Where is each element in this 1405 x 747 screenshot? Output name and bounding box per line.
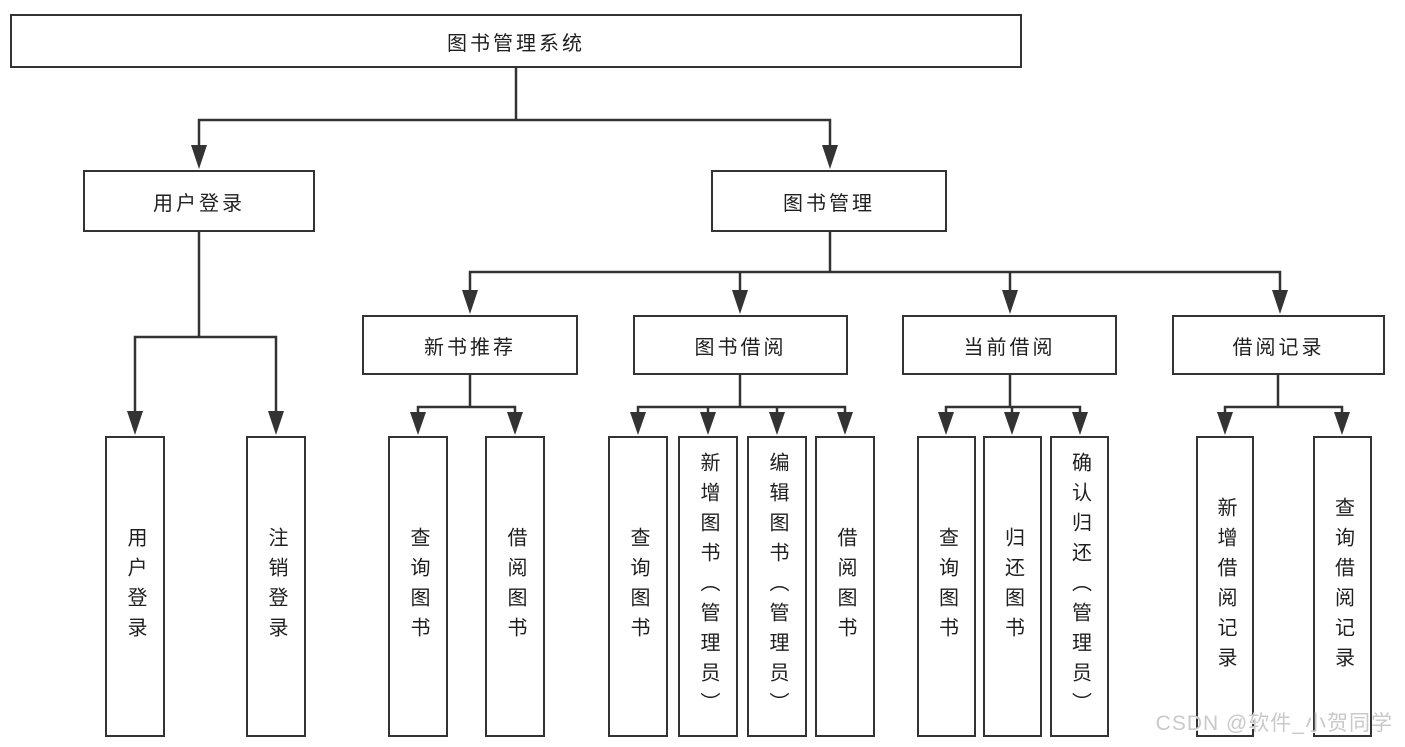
- leaf-borrow-books: 借阅图书: [815, 436, 875, 737]
- node-label: 借阅记录: [1232, 336, 1325, 359]
- arrow-down-icon: [410, 412, 426, 435]
- leaf-return-books: 归还图书: [983, 436, 1042, 737]
- node-book-borrowing: 图书借阅: [633, 315, 848, 375]
- node-label: 用户登录: [153, 192, 245, 215]
- leaf-edit-books-admin: 编辑图书（管理员）: [747, 436, 807, 737]
- leaf-query-books: 查询图书: [608, 436, 668, 737]
- arrow-down-icon: [938, 412, 954, 435]
- arrow-down-icon: [462, 290, 478, 314]
- node-label: 查询图书: [935, 526, 958, 647]
- arrow-down-icon: [1217, 412, 1233, 435]
- connector-bookmgmt-bracket: [468, 270, 1282, 296]
- leaf-add-borrow-record: 新增借阅记录: [1196, 436, 1254, 737]
- connector-newbook-bracket: [416, 405, 517, 418]
- node-label: 查询图书: [407, 526, 429, 647]
- connector-userlogin-bracket: [133, 335, 278, 416]
- node-label: 新书推荐: [424, 336, 516, 359]
- node-new-book-recommendation: 新书推荐: [362, 315, 578, 375]
- node-label: 归还图书: [1001, 526, 1024, 647]
- leaf-user-login: 用户登录: [105, 436, 165, 737]
- arrow-down-icon: [630, 412, 646, 435]
- leaf-query-books: 查询图书: [917, 436, 976, 737]
- node-borrowing-records: 借阅记录: [1172, 315, 1385, 375]
- node-label: 新增图书（管理员）: [697, 451, 719, 722]
- node-label: 注销登录: [265, 526, 287, 647]
- arrow-down-icon: [268, 411, 284, 435]
- node-user-login: 用户登录: [83, 170, 315, 232]
- arrow-down-icon: [1002, 290, 1018, 314]
- node-label: 查询借阅记录: [1331, 496, 1354, 677]
- node-label: 图书管理系统: [447, 32, 585, 55]
- node-root-system: 图书管理系统: [10, 14, 1022, 68]
- leaf-borrow-books: 借阅图书: [485, 436, 545, 737]
- node-label: 当前借阅: [963, 336, 1056, 359]
- leaf-add-books-admin: 新增图书（管理员）: [678, 436, 738, 737]
- connector-records-bracket: [1223, 405, 1344, 418]
- node-label: 图书借阅: [694, 336, 787, 359]
- csdn-watermark: CSDN @软件_小贺同学: [1155, 712, 1393, 735]
- node-label: 图书管理: [783, 192, 875, 215]
- node-label: 借阅图书: [834, 526, 856, 647]
- leaf-query-borrow-record: 查询借阅记录: [1313, 436, 1372, 737]
- connector-bookborrow-bracket: [636, 405, 847, 418]
- arrow-down-icon: [1072, 412, 1088, 435]
- node-label: 查询图书: [627, 526, 649, 647]
- node-label: 确认归还（管理员）: [1068, 451, 1091, 722]
- arrow-down-icon: [822, 145, 838, 169]
- arrow-down-icon: [1272, 290, 1288, 314]
- connector-root-bracket: [197, 118, 832, 150]
- arrow-down-icon: [507, 412, 523, 435]
- arrow-down-icon: [769, 412, 785, 435]
- leaf-query-books: 查询图书: [388, 436, 448, 737]
- leaf-logout: 注销登录: [246, 436, 306, 737]
- node-label: 用户登录: [124, 526, 146, 647]
- node-book-management: 图书管理: [711, 170, 947, 232]
- arrow-down-icon: [127, 411, 143, 435]
- node-current-borrowing: 当前借阅: [902, 315, 1117, 375]
- arrow-down-icon: [732, 290, 748, 314]
- node-label: 新增借阅记录: [1214, 496, 1236, 677]
- leaf-confirm-return-admin: 确认归还（管理员）: [1050, 436, 1109, 737]
- node-label: 借阅图书: [504, 526, 526, 647]
- arrow-down-icon: [1334, 412, 1350, 435]
- arrow-down-icon: [700, 412, 716, 435]
- arrow-down-icon: [837, 412, 853, 435]
- arrow-down-icon: [1004, 412, 1020, 435]
- arrow-down-icon: [191, 145, 207, 169]
- node-label: 编辑图书（管理员）: [766, 451, 788, 722]
